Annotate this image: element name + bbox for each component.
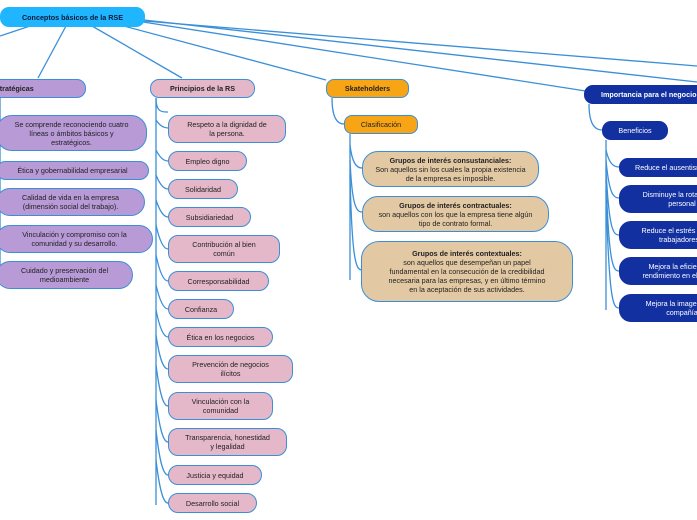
beneficio-ausentismo-label: Reduce el ausentismo bbox=[635, 163, 697, 172]
grupo-contextuales[interactable]: Grupos de interés contextuales: son aque… bbox=[361, 241, 573, 302]
principio-bien-comun[interactable]: Contribución al bien común bbox=[168, 235, 280, 263]
importancia-title-node[interactable]: Importancia para el negocio bbox=[584, 85, 697, 104]
beneficio-eficiencia-label: Mejora la eficiencia y rendimiento en el… bbox=[642, 262, 697, 280]
principio-justicia[interactable]: Justicia y equidad bbox=[168, 465, 262, 485]
grupo-consustanciales-title: Grupos de interés consustanciales: bbox=[389, 155, 512, 165]
beneficio-ausentismo[interactable]: Reduce el ausentismo bbox=[619, 158, 697, 177]
principio-respeto[interactable]: Respeto a la dignidad de la persona. bbox=[168, 115, 286, 143]
root-node[interactable]: Conceptos básicos de la RSE bbox=[0, 7, 145, 27]
beneficio-rotacion[interactable]: Disminuye la rotación de personal bbox=[619, 185, 697, 213]
grupo-consustanciales[interactable]: Grupos de interés consustanciales: Son a… bbox=[362, 151, 539, 187]
beneficio-eficiencia[interactable]: Mejora la eficiencia y rendimiento en el… bbox=[619, 257, 697, 285]
grupo-contractuales[interactable]: Grupos de interés contractuales: son aqu… bbox=[362, 196, 549, 232]
stakeholders-title-node[interactable]: Skateholders bbox=[326, 79, 409, 98]
principio-solidaridad[interactable]: Solidaridad bbox=[168, 179, 238, 199]
clasificacion-node[interactable]: Clasificación bbox=[344, 115, 418, 134]
grupo-contractuales-text: son aquellos con los que la empresa tien… bbox=[378, 209, 533, 228]
principio-transparencia[interactable]: Transparencia, honestidad y legalidad bbox=[168, 428, 287, 456]
lineas-item-5[interactable]: Cuidado y preservación del medioambiente bbox=[0, 261, 133, 289]
beneficio-imagen[interactable]: Mejora la imagen de la compañía bbox=[619, 294, 697, 322]
lineas-title-label: Líneas estratégicas bbox=[0, 84, 34, 93]
beneficio-estres-label: Reduce el estrés de los trabajadores bbox=[641, 226, 697, 244]
lineas-title-node[interactable]: Líneas estratégicas bbox=[0, 79, 86, 98]
principio-confianza[interactable]: Confianza bbox=[168, 299, 234, 319]
grupo-contextuales-title: Grupos de interés contextuales: bbox=[412, 249, 522, 258]
principio-desarrollo-social[interactable]: Desarrollo social bbox=[168, 493, 257, 513]
grupo-contractuales-title: Grupos de interés contractuales: bbox=[399, 200, 512, 210]
principios-title-node[interactable]: Principios de la RS bbox=[150, 79, 255, 98]
lineas-item-3[interactable]: Calidad de vida en la empresa (dimensión… bbox=[0, 188, 145, 216]
principio-corresponsabilidad[interactable]: Corresponsabilidad bbox=[168, 271, 269, 291]
beneficio-imagen-label: Mejora la imagen de la compañía bbox=[645, 299, 697, 317]
lineas-item-4[interactable]: Vinculación y compromiso con la comunida… bbox=[0, 225, 153, 253]
principio-vinculacion[interactable]: Vinculación con la comunidad bbox=[168, 392, 273, 420]
principio-etica-negocios[interactable]: Ética en los negocios bbox=[168, 327, 273, 347]
importancia-title-label: Importancia para el negocio bbox=[601, 90, 697, 99]
principio-prevencion[interactable]: Prevención de negocios ilícitos bbox=[168, 355, 293, 383]
beneficios-node[interactable]: Beneficios bbox=[602, 121, 668, 140]
principio-empleo-digno[interactable]: Empleo digno bbox=[168, 151, 247, 171]
grupo-consustanciales-text: Son aquellos sin los cuales la propia ex… bbox=[375, 164, 526, 183]
lineas-item-1[interactable]: Se comprende reconociendo cuatro líneas … bbox=[0, 115, 147, 151]
grupo-contextuales-text: son aquellos que desempeñan un papel fun… bbox=[388, 258, 546, 294]
principio-subsidiariedad[interactable]: Subsidiariedad bbox=[168, 207, 251, 227]
beneficio-estres[interactable]: Reduce el estrés de los trabajadores bbox=[619, 221, 697, 249]
beneficio-rotacion-label: Disminuye la rotación de personal bbox=[642, 190, 697, 208]
lineas-item-2[interactable]: Ética y gobernabilidad empresarial bbox=[0, 161, 149, 180]
